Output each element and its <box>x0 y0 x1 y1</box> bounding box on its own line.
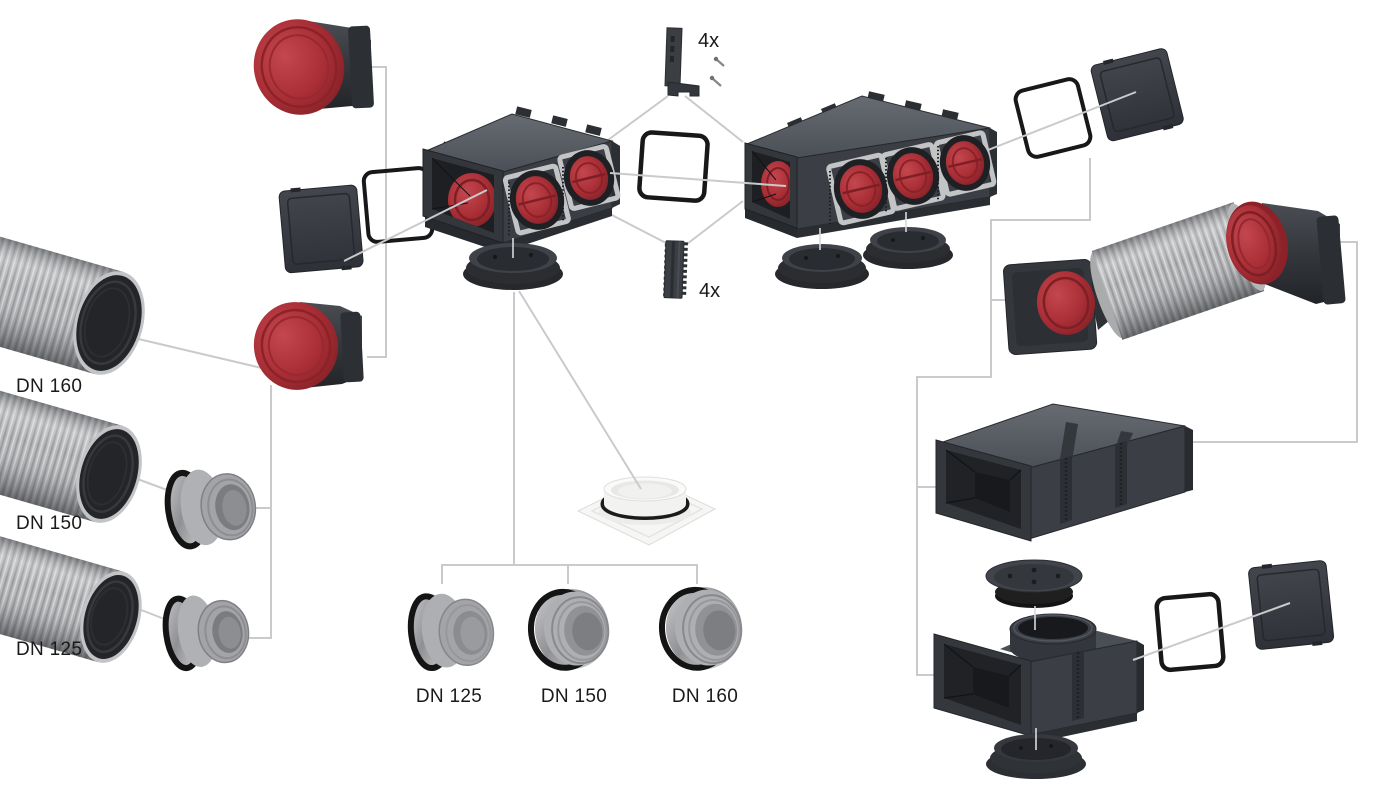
pointer-lines <box>343 91 1291 661</box>
seal-frame-left <box>361 166 435 244</box>
round-end-cap <box>463 243 563 290</box>
strip-connector-4x <box>663 240 688 299</box>
label-ring-dn160: DN 160 <box>672 686 738 707</box>
t-piece <box>933 613 1144 744</box>
round-adapter-top-left <box>253 19 374 115</box>
label-duct-dn125: DN 125 <box>16 639 82 660</box>
seal-frame-top-right <box>1013 77 1093 159</box>
label-ring-dn125: DN 125 <box>416 686 482 707</box>
label-ring-dn150: DN 150 <box>541 686 607 707</box>
blind-cover-bottom-right <box>1248 560 1335 650</box>
flex-duct-dn160 <box>0 227 145 375</box>
flex-duct-short <box>1090 202 1266 340</box>
distribution-box-3port <box>744 91 997 238</box>
blind-cover-left <box>278 184 364 274</box>
reducer-ring-dn125 <box>162 595 250 672</box>
flat-duct <box>935 403 1193 542</box>
duct-adapter-right <box>1226 201 1346 305</box>
round-end-cap <box>775 244 869 289</box>
label-qty-strip-connector: 4x <box>699 280 720 302</box>
blind-cover-top-right <box>1090 48 1184 142</box>
label-duct-dn150: DN 150 <box>16 513 82 534</box>
connector-ring-dn160 <box>658 586 743 671</box>
red-spigot <box>502 163 571 236</box>
red-spigot <box>826 152 896 226</box>
red-spigot <box>557 144 621 211</box>
flex-duct-dn125 <box>0 527 142 663</box>
red-spigot <box>880 142 946 211</box>
seal-frame-center <box>637 130 710 203</box>
ceiling-collar-plate <box>576 476 717 546</box>
distribution-box-2port <box>422 106 621 253</box>
corner-bracket-4x <box>664 27 700 97</box>
round-cover-bottom <box>986 734 1086 779</box>
explode-needles <box>512 212 1037 750</box>
flex-duct-dn150 <box>0 381 142 523</box>
connector-ring-dn150 <box>527 588 610 671</box>
label-qty-corner-bracket: 4x <box>698 30 719 52</box>
label-duct-dn160: DN 160 <box>16 376 82 397</box>
round-end-cap <box>863 227 953 269</box>
reducer-ring-dn150 <box>164 469 257 550</box>
seal-frame-bottom-right <box>1154 591 1226 673</box>
round-adapter-bottom-left <box>253 302 364 390</box>
round-cover-top <box>985 559 1083 608</box>
red-spigot <box>933 130 997 197</box>
mounting-screws <box>709 56 725 87</box>
connector-ring-dn125 <box>407 593 495 672</box>
